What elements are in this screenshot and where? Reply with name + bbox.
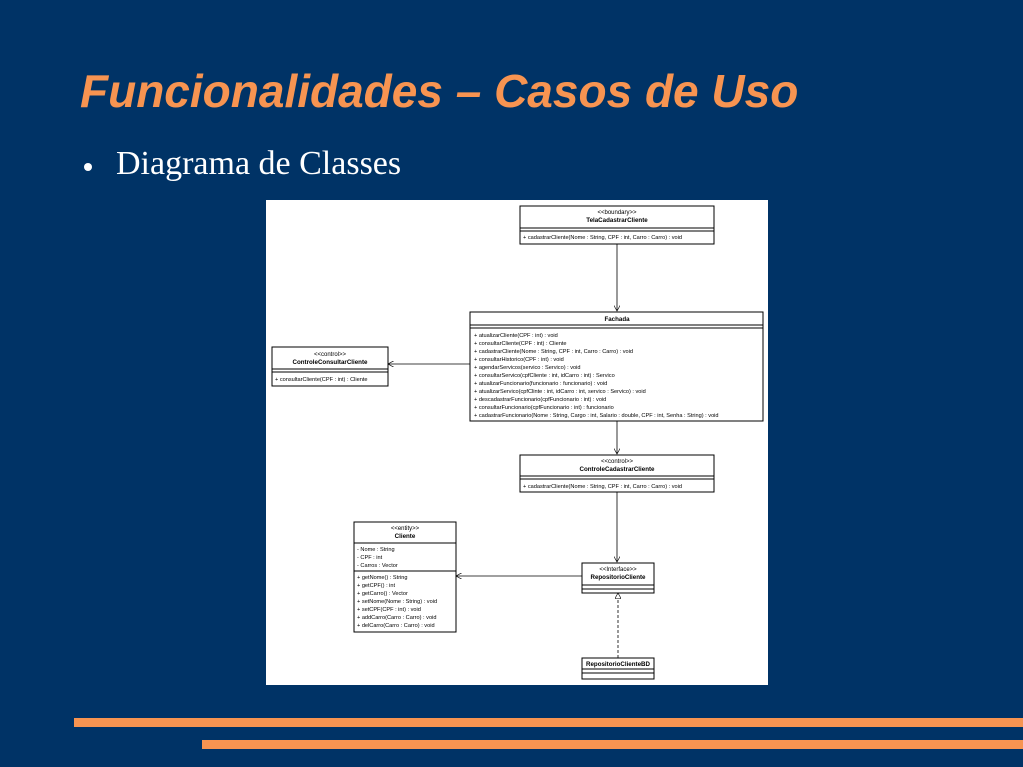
class-tela-cadastrar-cliente: <<boundary>> TelaCadastrarCliente + cada… — [519, 205, 715, 245]
method-line: + consultarFuncionario(cpfFuncionario : … — [474, 405, 614, 411]
accent-bar-bottom — [202, 740, 1023, 749]
method-line: + getCarro() : Vector — [357, 591, 408, 597]
method-line: + atualizarFuncionario(funcionario : fun… — [474, 381, 607, 387]
stereotype-label: <<control>> — [314, 352, 347, 358]
method-line: + descadastrarFuncionario(cpfFuncionario… — [474, 397, 606, 403]
method-line: + consultarCliente(CPF : int) : Cliente — [474, 341, 567, 347]
method-line: + delCarro(Carro : Carro) : void — [357, 623, 435, 629]
class-diagram: <<boundary>> TelaCadastrarCliente + cada… — [266, 200, 768, 685]
method-line: + consultarHistorico(CPF : int) : void — [474, 357, 564, 363]
method-line: + agendarServicos(servico : Servico) : v… — [474, 365, 580, 371]
class-cliente: <<entity>> Cliente - Nome : String - CPF… — [353, 521, 457, 633]
attribute-line: - Nome : String — [357, 547, 395, 553]
method-line: + atualizarServico(cpfClinte : int, idCa… — [474, 389, 646, 395]
class-fachada: Fachada + atualizarCliente(CPF : int) : … — [469, 311, 764, 422]
method-line: + atualizarCliente(CPF : int) : void — [474, 333, 558, 339]
method-line: + addCarro(Carro : Carro) : void — [357, 615, 436, 621]
stereotype-label: <<entity>> — [391, 526, 420, 532]
class-name: ControleConsultarCliente — [293, 359, 369, 366]
attribute-line: - CPF : int — [357, 555, 383, 561]
method-line: + cadastrarCliente(Nome : String, CPF : … — [474, 349, 633, 355]
method-line: + consultarServico(cpfCliente : int, idC… — [474, 373, 615, 379]
class-name: Cliente — [395, 533, 416, 540]
class-name: RepositorioCliente — [590, 574, 646, 581]
class-repositorio-cliente-bd: RepositorioClienteBD — [581, 657, 655, 680]
method-line: + cadastrarFuncionario(Nome : String, Ca… — [474, 413, 719, 419]
class-name: Fachada — [604, 316, 630, 323]
method-line: + cadastrarCliente(Nome : String, CPF : … — [523, 235, 682, 241]
class-name: RepositorioClienteBD — [586, 661, 650, 668]
stereotype-label: <<control>> — [601, 459, 634, 465]
bullet-dot-icon — [84, 163, 92, 171]
stereotype-label: <<boundary>> — [597, 210, 637, 216]
class-diagram-svg: <<boundary>> TelaCadastrarCliente + cada… — [271, 205, 764, 680]
method-line: + setNome(Nome : String) : void — [357, 599, 437, 605]
class-controle-cadastrar-cliente: <<control>> ControleCadastrarCliente + c… — [519, 454, 715, 493]
bullet-item: Diagrama de Classes — [84, 145, 401, 183]
bullet-text: Diagrama de Classes — [116, 145, 402, 182]
method-line: + setCPF(CPF : int) : void — [357, 607, 421, 613]
stereotype-label: <<Interface>> — [599, 567, 637, 573]
method-line: + getNome() : String — [357, 575, 408, 581]
slide-title: Funcionalidades – Casos de Uso — [80, 65, 799, 117]
method-line: + cadastrarCliente(Nome : String, CPF : … — [523, 484, 682, 490]
class-controle-consultar-cliente: <<control>> ControleConsultarCliente + c… — [271, 346, 389, 387]
interface-repositorio-cliente: <<Interface>> RepositorioCliente — [581, 562, 655, 594]
accent-bar-top — [74, 718, 1023, 727]
method-line: + consultarCliente(CPF : int) : Cliente — [275, 377, 368, 383]
attribute-line: - Carros : Vector — [357, 563, 398, 569]
class-name: ControleCadastrarCliente — [580, 466, 656, 473]
class-name: TelaCadastrarCliente — [586, 217, 648, 224]
method-line: + getCPF() : int — [357, 583, 396, 589]
